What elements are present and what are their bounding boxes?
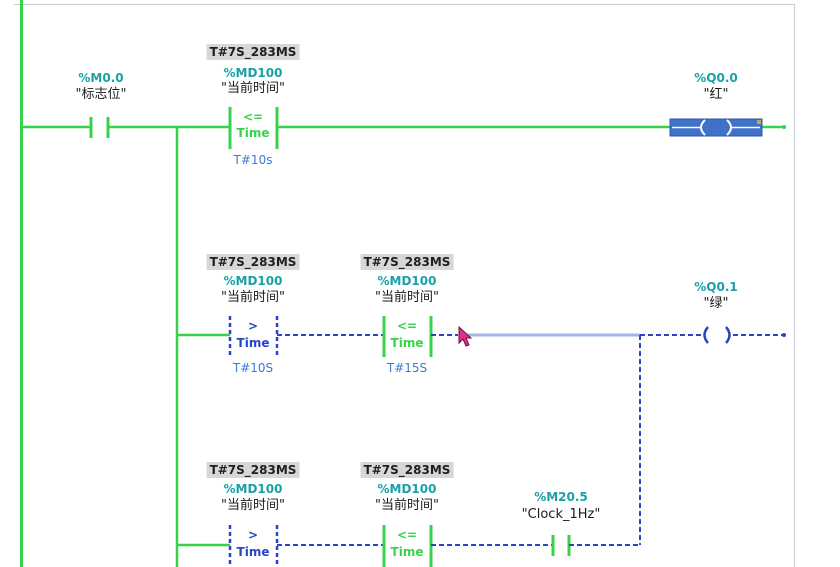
left-power-rail: [20, 0, 23, 567]
compare-type: Time: [236, 126, 270, 140]
mouse-cursor-icon: [458, 325, 473, 347]
compare-type: Time: [236, 545, 270, 559]
compare-operand-value: T#7S_283MS: [206, 44, 300, 60]
compare-symbol: "当前时间": [221, 81, 285, 96]
compare-operator: <=: [396, 319, 418, 333]
compare-symbol: "当前时间": [375, 290, 439, 305]
contact-address: %M20.5: [534, 490, 588, 504]
compare-address: %MD100: [377, 274, 437, 288]
compare-operator: <=: [396, 528, 418, 542]
compare-operator: <=: [242, 110, 264, 124]
contact-m20-5[interactable]: [551, 535, 571, 556]
contact-m0-0[interactable]: [89, 117, 110, 138]
coil-address: %Q0.0: [694, 71, 738, 85]
contact-symbol: "标志位": [75, 87, 127, 102]
compare-type: Time: [236, 336, 270, 350]
compare-type: Time: [390, 545, 424, 559]
compare-operator: >: [247, 319, 259, 333]
contact-symbol: "Clock_1Hz": [521, 507, 601, 522]
compare-symbol: "当前时间": [221, 498, 285, 513]
rung-end-dot-n2: [782, 333, 786, 337]
compare-address: %MD100: [377, 482, 437, 496]
compare-value: T#10S: [232, 361, 274, 375]
compare-symbol: "当前时间": [375, 498, 439, 513]
compare-operand-value: T#7S_283MS: [360, 254, 454, 270]
coil-q0-1[interactable]: [703, 326, 731, 344]
compare-type: Time: [390, 336, 424, 350]
rung-end-dot-n1: [782, 125, 786, 129]
compare-address: %MD100: [223, 482, 283, 496]
compare-box-n1[interactable]: [228, 107, 279, 149]
frame-right-border: [794, 4, 795, 567]
compare-operand-value: T#7S_283MS: [206, 254, 300, 270]
coil-address: %Q0.1: [694, 280, 738, 294]
compare-operator: >: [247, 528, 259, 542]
compare-symbol: "当前时间": [221, 290, 285, 305]
compare-value: T#15S: [386, 361, 428, 375]
network-1: [22, 125, 783, 567]
contact-address: %M0.0: [78, 71, 124, 85]
compare-operand-value: T#7S_283MS: [206, 462, 300, 478]
compare-operand-value: T#7S_283MS: [360, 462, 454, 478]
compare-address: %MD100: [223, 66, 283, 80]
coil-q0-0[interactable]: [669, 118, 763, 137]
compare-address: %MD100: [223, 274, 283, 288]
coil-symbol: "绿": [703, 296, 729, 311]
coil-symbol: "红": [703, 87, 729, 102]
compare-value: T#10s: [233, 153, 273, 167]
frame-top-border: [14, 4, 794, 5]
compare-box-n2-2[interactable]: [382, 316, 433, 357]
